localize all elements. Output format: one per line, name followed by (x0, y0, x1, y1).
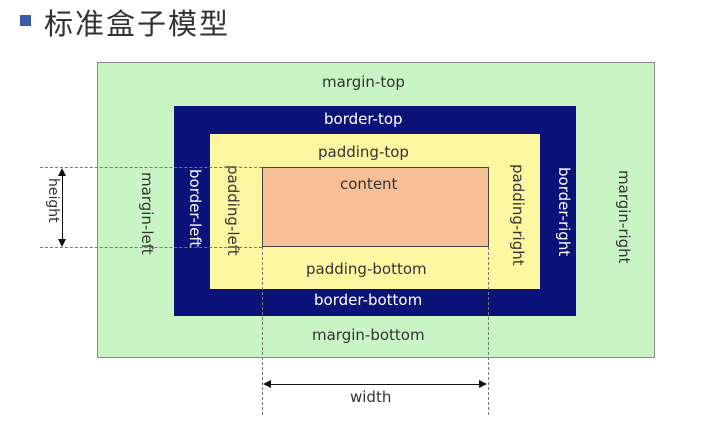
border-top-label: border-top (324, 110, 403, 128)
height-arrow-up-icon (58, 168, 66, 176)
padding-right-label: padding-right (509, 164, 527, 266)
page-title: 标准盒子模型 (44, 7, 231, 41)
height-arrow-line (62, 170, 63, 244)
height-bottom-guide (40, 247, 262, 248)
width-arrow-right-icon (479, 380, 487, 388)
height-arrow-down-icon (58, 239, 66, 247)
border-left-label: border-left (186, 169, 204, 248)
margin-bottom-label: margin-bottom (312, 326, 425, 344)
padding-bottom-label: padding-bottom (306, 260, 427, 278)
content-label: content (340, 175, 398, 193)
height-label: height (45, 178, 61, 223)
width-label: width (350, 388, 392, 406)
margin-left-label: margin-left (138, 172, 156, 255)
height-top-guide (40, 167, 262, 168)
border-bottom-label: border-bottom (314, 291, 423, 309)
width-right-guide (488, 247, 489, 415)
margin-right-label: margin-right (615, 170, 633, 264)
width-left-guide (262, 247, 263, 415)
content-box (262, 167, 489, 247)
margin-top-label: margin-top (322, 73, 405, 91)
width-arrow-line (265, 384, 485, 385)
padding-left-label: padding-left (224, 165, 242, 256)
square-bullet-icon (20, 15, 31, 26)
padding-top-label: padding-top (318, 143, 409, 161)
width-arrow-left-icon (263, 380, 271, 388)
border-right-label: border-right (555, 167, 573, 257)
